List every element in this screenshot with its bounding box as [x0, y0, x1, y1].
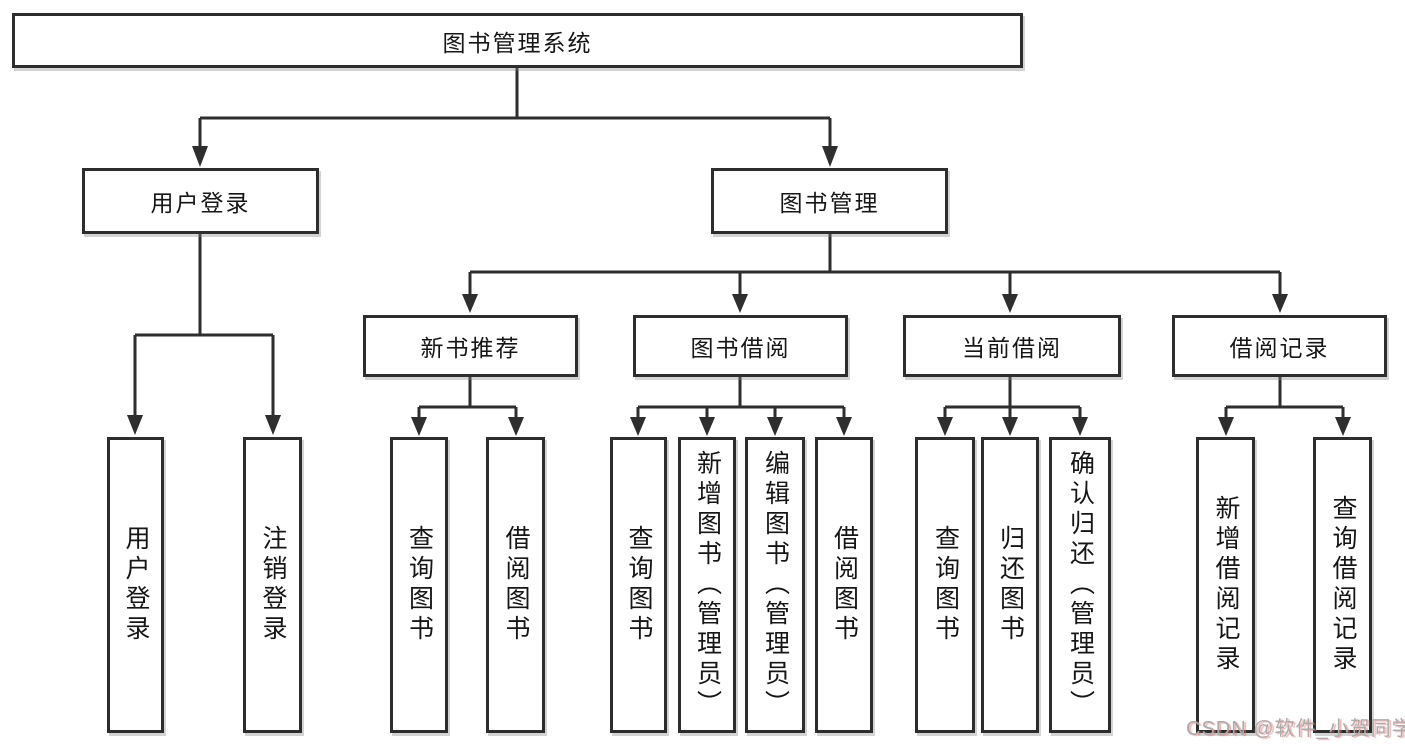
leaf-query-book-borrow-label: 查询图书 — [625, 525, 653, 645]
node-user-login-label: 用户登录 — [150, 190, 251, 216]
leaf-logout: 注销登录 — [243, 437, 302, 733]
node-user-login: 用户登录 — [82, 168, 319, 234]
leaf-borrow-book-label: 借阅图书 — [830, 525, 859, 645]
leaf-query-borrow-record: 查询借阅记录 — [1313, 437, 1372, 733]
leaf-return-book: 归还图书 — [981, 437, 1039, 733]
leaf-add-borrow-record: 新增借阅记录 — [1196, 437, 1255, 733]
leaf-query-book-current-label: 查询图书 — [931, 525, 960, 645]
leaf-query-book-borrow: 查询图书 — [610, 437, 667, 733]
leaf-edit-book-admin-label: 编辑图书（管理员） — [761, 450, 790, 720]
leaf-confirm-return-admin: 确认归还（管理员） — [1049, 437, 1111, 733]
leaf-logout-label: 注销登录 — [259, 525, 287, 645]
node-library-system-label: 图书管理系统 — [442, 29, 593, 56]
node-library-system: 图书管理系统 — [12, 13, 1023, 68]
node-new-book-recommend: 新书推荐 — [363, 315, 578, 377]
csdn-watermark: CSDN @软件_小贺同学 — [1186, 718, 1405, 740]
node-book-management-label: 图书管理 — [779, 190, 880, 216]
leaf-borrow-book: 借阅图书 — [815, 437, 873, 733]
node-current-borrow-label: 当前借阅 — [962, 335, 1062, 361]
leaf-edit-book-admin: 编辑图书（管理员） — [745, 437, 805, 733]
node-borrow-records-label: 借阅记录 — [1229, 335, 1330, 361]
leaf-query-book-newbook-label: 查询图书 — [405, 525, 434, 645]
node-book-borrow: 图书借阅 — [633, 315, 848, 377]
leaf-query-book-newbook: 查询图书 — [390, 437, 448, 733]
leaf-add-book-admin: 新增图书（管理员） — [678, 437, 736, 733]
leaf-query-borrow-record-label: 查询借阅记录 — [1329, 495, 1357, 675]
leaf-add-book-admin-label: 新增图书（管理员） — [693, 450, 722, 720]
node-book-management: 图书管理 — [711, 168, 948, 234]
leaf-user-login-label: 用户登录 — [122, 525, 150, 645]
leaf-return-book-label: 归还图书 — [996, 525, 1025, 645]
node-current-borrow: 当前借阅 — [903, 315, 1121, 377]
leaf-borrow-book-newbook-label: 借阅图书 — [502, 525, 530, 645]
node-book-borrow-label: 图书借阅 — [690, 335, 791, 361]
leaf-query-book-current: 查询图书 — [915, 437, 975, 733]
leaf-add-borrow-record-label: 新增借阅记录 — [1212, 495, 1240, 675]
leaf-borrow-book-newbook: 借阅图书 — [486, 437, 545, 733]
leaf-user-login: 用户登录 — [107, 437, 164, 733]
node-borrow-records: 借阅记录 — [1172, 315, 1387, 377]
leaf-confirm-return-admin-label: 确认归还（管理员） — [1066, 450, 1095, 720]
node-new-book-recommend-label: 新书推荐 — [420, 335, 521, 361]
